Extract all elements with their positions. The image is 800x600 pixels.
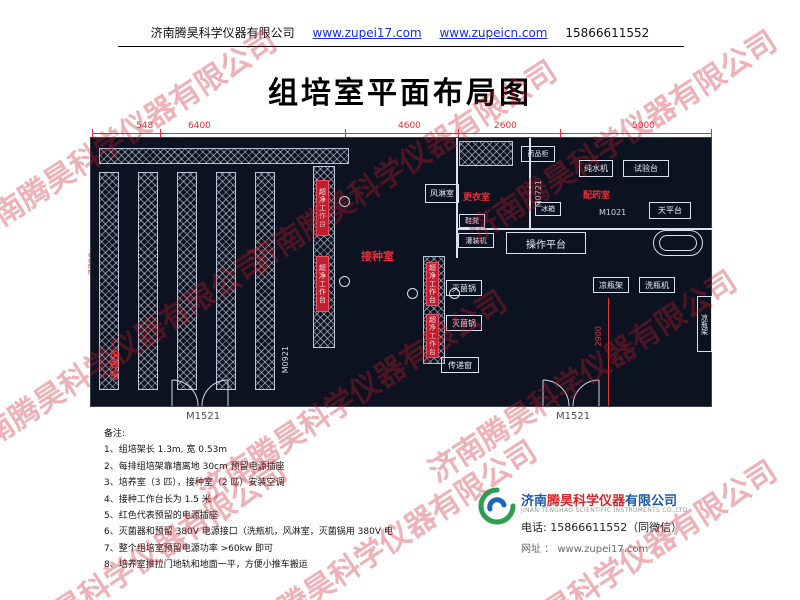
room-dispensing: 配药室 <box>583 191 611 201</box>
dim-tick <box>711 129 712 137</box>
dim-4600: 4600 <box>398 121 421 131</box>
door-code-m0721: M0721 <box>534 180 543 208</box>
culture-rack-row <box>99 148 349 164</box>
stool <box>339 276 350 287</box>
floor-plan: 超净工作台 超净工作台 超净工作台 超净工作台 风淋室 药品柜 纯水机 试验台 … <box>90 137 713 407</box>
sterilizer: 灭菌锅 <box>446 315 482 331</box>
culture-rack <box>177 172 197 390</box>
room-culture: 培养室 <box>107 350 118 380</box>
dim-2600: 2600 <box>494 121 517 131</box>
sink-basin <box>659 235 697 251</box>
wall <box>456 138 458 258</box>
footer-brand-mid: 腾昊科学仪器 <box>547 494 626 509</box>
bottle-washer: 洗瓶机 <box>639 277 675 293</box>
dim-2900: 2900 <box>594 326 603 347</box>
note-line: 3、培养室（3 匹），接种室（2 匹）安装空调 <box>104 478 285 489</box>
header-link-zupeicn[interactable]: www.zupeicn.com <box>439 26 548 40</box>
room-changing: 更衣室 <box>463 193 491 203</box>
note-line: 1、组培架长 1.3m, 宽 0.53m <box>104 445 228 456</box>
footer-phone: 电话: 15866611552（同微信） <box>521 521 683 534</box>
sink <box>653 230 703 256</box>
note-line: 4、接种工作台长为 1.5 米 <box>104 494 211 505</box>
wall <box>529 138 531 230</box>
dim-tick <box>160 129 161 137</box>
dim-line-top <box>92 133 712 134</box>
dim-tick <box>560 129 561 137</box>
stool <box>407 288 418 299</box>
wall <box>456 228 713 230</box>
clean-bench: 超净工作台 <box>426 262 439 306</box>
note-line: 8、培养室推拉门地轨和地面一平，方便小推车搬运 <box>104 560 308 571</box>
room-inoculation: 接种室 <box>361 250 394 263</box>
stool <box>449 288 460 299</box>
header-link-zupei17[interactable]: www.zupei17.com <box>312 26 422 40</box>
header-divider <box>118 46 684 47</box>
note-line: 7、整个组培室预留电源功率 >60kw 即可 <box>104 543 274 554</box>
sterilizer: 灭菌锅 <box>446 280 482 296</box>
dim-tick <box>458 129 459 137</box>
door-arc-m1521-left <box>171 379 229 407</box>
dim-line-2900 <box>608 298 609 406</box>
dim-tick <box>345 129 346 137</box>
shoe-bench: 鞋凳 <box>459 214 485 228</box>
dim-6400: 6400 <box>188 121 211 131</box>
floor-grate <box>459 141 513 166</box>
footer-company-english: JINAN TENGHAO SCIENTIFIC INSTRUMENTS CO.… <box>521 507 688 514</box>
clean-bench: 超净工作台 <box>316 256 329 312</box>
door-code-m0921: M0921 <box>281 346 290 374</box>
note-line: 6、灭菌器和预留 380V 电源接口（洗瓶机，风淋室，灭菌锅用 380V 电 <box>104 527 393 538</box>
footer-brand-suffix: 有限公司 <box>625 494 678 509</box>
header-company: 济南腾昊科学仪器有限公司 <box>150 26 295 40</box>
medicine-cabinet: 药品柜 <box>521 146 555 162</box>
note-line: 2、每排组培架靠墙离地 30cm 预留电源插座 <box>104 461 285 472</box>
fridge: 冰箱 <box>535 202 561 216</box>
dim-548: 548 <box>136 121 154 131</box>
filling-machine: 灌装机 <box>458 233 494 248</box>
bottle-rack-side: 凉瓶架 <box>697 296 712 352</box>
clean-bench: 超净工作台 <box>426 314 439 358</box>
air-shower: 风淋室 <box>425 184 459 203</box>
door-label-m1521-right: M1521 <box>556 411 591 422</box>
culture-rack <box>255 172 275 390</box>
culture-rack <box>138 172 158 390</box>
operation-platform: 操作平台 <box>506 232 586 254</box>
door-arc-m1521-right <box>542 379 600 407</box>
balance-table: 天平台 <box>649 202 691 219</box>
notes-title: 备注: <box>104 429 126 439</box>
culture-rack <box>216 172 236 390</box>
footer-company-name: 济南腾昊科学仪器有限公司 <box>521 490 677 509</box>
dim-5000: 5000 <box>632 121 655 131</box>
bottle-rack: 凉瓶架 <box>593 277 629 293</box>
footer-brand-prefix: 济南 <box>521 494 548 509</box>
note-line: 5、红色代表预留的电源插座 <box>104 511 218 522</box>
company-logo-icon <box>478 487 516 525</box>
door-label-m1521-left: M1521 <box>186 411 221 422</box>
notes: 备注: 1、组培架长 1.3m, 宽 0.53m 2、每排组培架靠墙离地 30c… <box>104 426 393 574</box>
clean-bench: 超净工作台 <box>316 180 329 236</box>
transfer-window: 传递窗 <box>441 357 479 373</box>
dim-tick <box>92 129 93 137</box>
stool <box>339 196 350 207</box>
test-bench: 试验台 <box>623 160 669 177</box>
footer-website[interactable]: 网址 ： www.zupei17.com <box>521 544 649 555</box>
culture-rack <box>99 172 119 390</box>
header-phone: 15866611552 <box>565 26 650 40</box>
pure-water-machine: 纯水机 <box>579 160 613 177</box>
header: 济南腾昊科学仪器有限公司 www.zupei17.com www.zupeicn… <box>0 24 800 41</box>
door-code-m1021: M1021 <box>599 208 627 217</box>
page-title: 组培室平面布局图 <box>268 76 532 111</box>
